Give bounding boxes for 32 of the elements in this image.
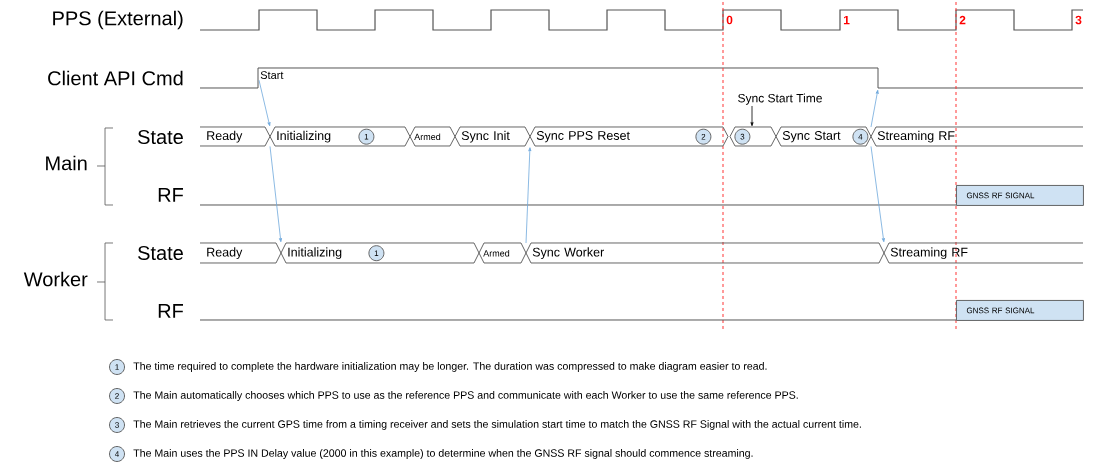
state-segment: Streaming RF — [870, 126, 1084, 147]
state-segment: Ready — [199, 126, 271, 147]
state-segment — [729, 126, 777, 147]
arrow — [870, 146, 885, 243]
signal-name: RF — [158, 188, 183, 202]
state-segment: Sync Worker — [525, 242, 885, 264]
note-text: The Main automatically chooses which PPS to use as the reference PPS and communicate with each Worker to use the same reference PPS. — [133, 391, 798, 401]
state-segment: Armed — [409, 126, 456, 147]
note-text: The Main uses the PPS IN Delay value (2000 in this example) to determine when the GNSS RF signal should commence streaming. — [133, 449, 753, 459]
pps-number: 1 — [843, 15, 850, 25]
state-segment: Sync Init — [454, 126, 531, 147]
arrow — [870, 89, 879, 128]
signal-name: Client API Cmd — [48, 70, 183, 86]
group-name: Main — [46, 155, 87, 171]
arrow — [258, 79, 271, 127]
note-text: The Main retrieves the current GPS time from a timing receiver and sets the simulation start time to match the GNSS RF Signal with the actual current time. — [133, 420, 861, 430]
signal-name: PPS (External) — [53, 10, 183, 30]
signal-box: GNSS RF SIGNAL — [956, 300, 1084, 321]
pps-number: 3 — [1075, 15, 1082, 25]
event-label: Sync Start Time — [738, 93, 822, 105]
arrow — [269, 146, 282, 243]
signal-name: RF — [158, 304, 183, 318]
note-text: The time required to complete the hardware initialization may be longer. The duration was compressed to make diagram easier to read. — [133, 362, 767, 372]
state-segment: Ready — [199, 242, 282, 264]
state-segment: Armed — [478, 242, 527, 264]
group-name: Worker — [23, 271, 88, 287]
arrow — [750, 105, 754, 127]
signal-box: GNSS RF SIGNAL — [956, 185, 1084, 206]
pps-number: 0 — [726, 15, 733, 25]
pps-number: 2 — [959, 15, 966, 25]
state-segment: Streaming RF — [883, 242, 1084, 264]
event-label: Start — [260, 71, 284, 79]
